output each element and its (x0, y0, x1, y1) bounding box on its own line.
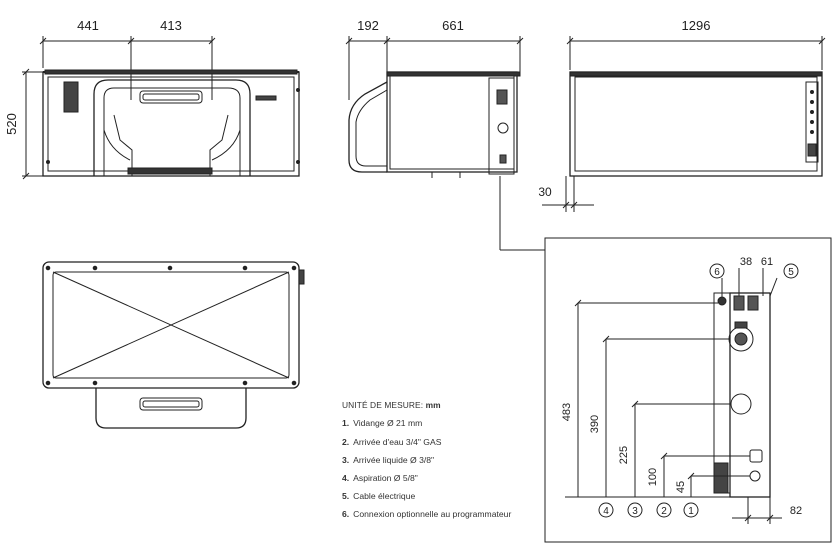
dim-detail-483: 483 (561, 403, 573, 421)
dim-side-b: 661 (442, 18, 464, 33)
offset-dimension (542, 176, 594, 212)
legend-item: 3.Arrivée liquide Ø 3/8" (342, 451, 532, 469)
legend-title-unit: mm (425, 400, 441, 410)
legend-item-text: Connexion optionnelle au programmateur (353, 508, 512, 519)
dim-detail-61: 61 (761, 256, 773, 268)
callout-4: 4 (603, 506, 609, 517)
legend-item-number: 4. (342, 473, 350, 484)
dim-offset-30: 30 (538, 185, 552, 199)
legend-item: 5.Cable électrique (342, 487, 532, 505)
legend-item-text: Vidange Ø 21 mm (353, 418, 423, 429)
legend-item: 6.Connexion optionnelle au programmateur (342, 506, 532, 521)
legend-title: UNITÉ DE MESURE: mm (342, 396, 532, 414)
legend-item-number: 3. (342, 454, 350, 465)
dim-rear-width: 1296 (682, 18, 711, 33)
legend-item-text: Aspiration Ø 5/8" (353, 473, 418, 484)
callout-2: 2 (661, 506, 667, 517)
legend-item-text: Arrivée d'eau 3/4" GAS (353, 436, 442, 447)
callout-3: 3 (632, 506, 638, 517)
legend-item-number: 6. (342, 508, 350, 519)
dim-detail-225: 225 (618, 446, 630, 464)
dim-detail-82: 82 (790, 505, 802, 517)
detail-view (544, 237, 832, 543)
legend-item-number: 2. (342, 436, 350, 447)
detail-labels: 38 61 483 390 225 100 45 82 (561, 256, 802, 517)
legend-item: 2.Arrivée d'eau 3/4" GAS (342, 433, 532, 451)
legend-item-text: Arrivée liquide Ø 3/8" (353, 454, 435, 465)
callout-5: 5 (788, 267, 794, 278)
dim-detail-38: 38 (740, 256, 752, 268)
front-view (22, 36, 300, 180)
callout-6: 6 (714, 267, 720, 278)
rear-view (566, 36, 826, 177)
legend-list: 1.Vidange Ø 21 mm 2.Arrivée d'eau 3/4" G… (342, 414, 532, 520)
dim-front-height: 520 (4, 113, 19, 135)
dim-detail-100: 100 (647, 468, 659, 486)
callout-numbers: 6 5 4 3 2 1 (603, 267, 794, 517)
dim-side-a: 192 (357, 18, 379, 33)
legend-title-prefix: UNITÉ DE MESURE: (342, 400, 424, 410)
dim-front-left: 441 (77, 18, 99, 33)
legend-item-number: 1. (342, 418, 350, 429)
dim-detail-45: 45 (675, 481, 687, 493)
legend-item: 4.Aspiration Ø 5/8" (342, 469, 532, 487)
callout-1: 1 (688, 506, 694, 517)
top-view (42, 261, 305, 429)
legend-item-number: 5. (342, 491, 350, 502)
legend: UNITÉ DE MESURE: mm 1.Vidange Ø 21 mm 2.… (342, 396, 532, 520)
dim-detail-390: 390 (589, 415, 601, 433)
legend-item: 1.Vidange Ø 21 mm (342, 414, 532, 432)
side-view (345, 36, 545, 251)
dimension-labels: 441 413 520 192 661 1296 30 (4, 18, 710, 199)
legend-item-text: Cable électrique (353, 491, 416, 502)
dim-front-right: 413 (160, 18, 182, 33)
